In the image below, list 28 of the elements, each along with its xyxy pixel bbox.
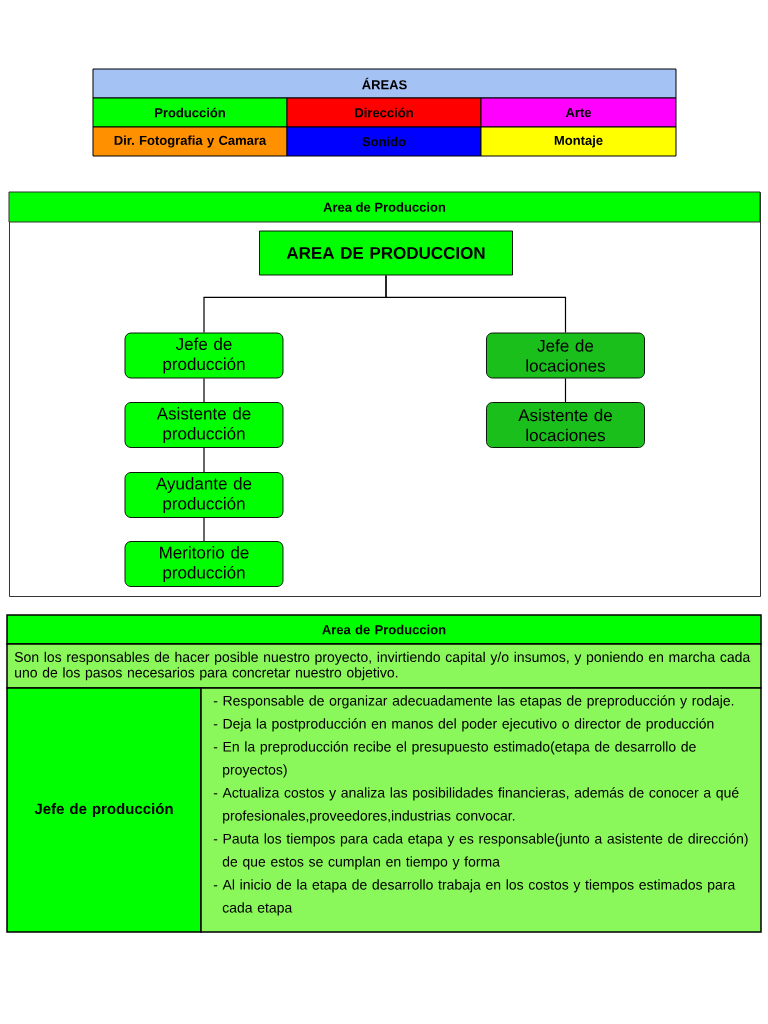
table-cell: Jefe de producción — [6, 687, 202, 933]
role-box: Jefe de producción — [124, 332, 284, 379]
list-item: - Pauta los tiempos para cada etapa y es responsable(junto a asistente de dirección) de que estos se cumplan en tiempo y forma — [213, 833, 748, 870]
table-cell: Montaje — [480, 126, 677, 157]
role-box: Ayudante de producción — [124, 472, 284, 518]
role-box: Asistente de producción — [124, 402, 284, 448]
connector-line — [203, 517, 205, 542]
list-item: - Al inicio de la etapa de desarrollo trabaja en los costos y tiempos estimados para cada etapa — [213, 879, 736, 916]
list-item: - En la preproducción recibe el presupuesto estimado(etapa de desarrollo de proyectos) — [213, 741, 696, 778]
role-box: Meritorio de producción — [124, 541, 284, 587]
table-cell: Dir. Fotografia y Camara — [92, 126, 288, 157]
connector-line — [385, 274, 567, 334]
connector-line — [203, 377, 205, 403]
list-item: - Responsable de organizar adecuadamente las etapas de preproducción y rodaje. — [213, 695, 734, 709]
table-cell: Dirección — [286, 97, 482, 128]
list-item: - Actualiza costos y analiza las posibilidades financieras, además de conocer a qué profesionales,proveedores,industrias convocar. — [213, 787, 739, 824]
title-box: AREA DE PRODUCCION — [259, 230, 513, 276]
connector-line — [564, 377, 567, 403]
role-box: Asistente de locaciones — [486, 402, 645, 448]
table-cell: Arte — [480, 97, 677, 128]
header-cell: Area de Produccion — [6, 614, 762, 645]
connector-line — [203, 447, 205, 473]
header-cell: ÁREAS — [92, 68, 677, 99]
list-item: - Deja la postproducción en manos del poder ejecutivo o director de producción — [213, 718, 714, 732]
role-box: Jefe de locaciones — [486, 332, 645, 379]
table-cell: Producción — [92, 97, 288, 128]
description-cell: Son los responsables de hacer posible nuestro proyecto, invirtiendo capital y/o insumos, y poniendo en marcha cada uno de los pasos necesarios para concretar nuestro objetivo. — [6, 643, 762, 689]
table-cell: Sonido — [286, 126, 482, 157]
